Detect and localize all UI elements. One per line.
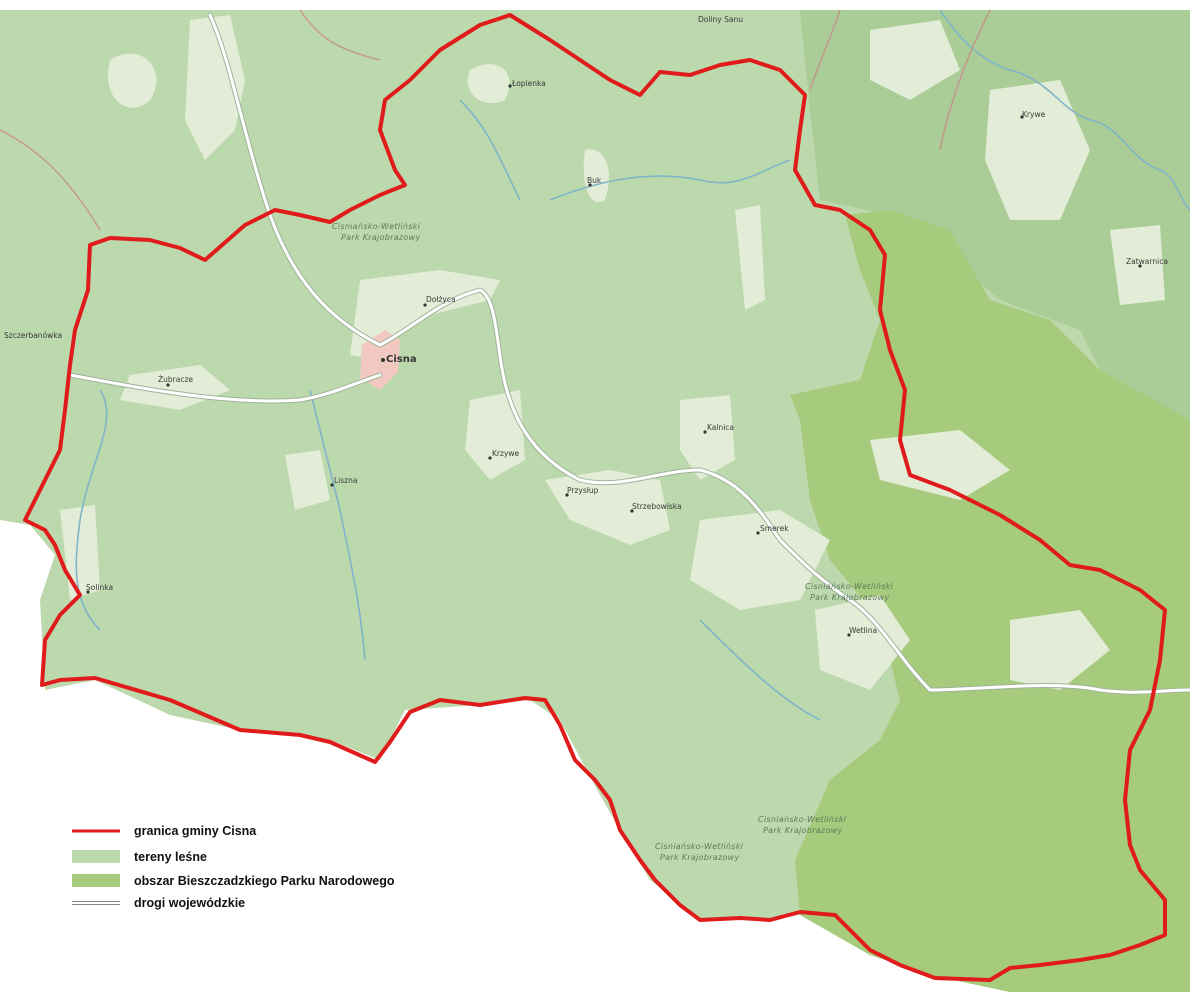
cisna-village xyxy=(360,330,400,390)
park-labels: Cisniańsko-Wetliński Park Krajobrazowy C… xyxy=(332,222,894,862)
rivers xyxy=(75,9,1190,721)
place-kalnica: Kalnica xyxy=(707,423,734,432)
place-zubracze: Żubracze xyxy=(158,375,193,384)
park-label-4-line1: Cisniańsko-Wetliński xyxy=(655,842,744,851)
place-dolzyca: Dołżyca xyxy=(426,295,456,304)
commune-boundary xyxy=(23,13,1167,982)
national-park-area xyxy=(790,210,1190,992)
place-wetlina: Wetlina xyxy=(849,626,877,635)
place-doliny-sanu: Doliny Sanu xyxy=(698,15,743,24)
legend-label: drogi wojewódzkie xyxy=(134,896,246,910)
park-label-2-line1: Cisniańsko-Wetliński xyxy=(805,582,894,591)
place-cisna: Cisna xyxy=(386,354,417,365)
legend-red-line-symbol xyxy=(72,829,120,833)
forest-dark-area xyxy=(800,10,1190,430)
park-label-2-line2: Park Krajobrazowy xyxy=(810,593,890,602)
legend-road-line-symbol xyxy=(72,901,120,905)
place-liszna: Liszna xyxy=(334,476,357,485)
park-label-1-line2: Park Krajobrazowy xyxy=(341,233,421,242)
place-solinka: Solinka xyxy=(86,583,113,592)
park-label-3-line2: Park Krajobrazowy xyxy=(763,826,843,835)
legend-label: obszar Bieszczadzkiego Parku Narodowego xyxy=(134,874,395,888)
legend-label: tereny leśne xyxy=(134,850,207,864)
place-labels: Łopienka Buk Dołżyca Cisna Żubracze Krzy… xyxy=(4,15,1168,637)
place-lopienka: Łopienka xyxy=(511,79,546,88)
place-szczerbanowka: Szczerbanówka xyxy=(4,331,62,340)
place-smerek: Smerek xyxy=(760,524,789,533)
roads xyxy=(67,12,1190,695)
place-buk: Buk xyxy=(587,176,602,185)
legend-park-fill-symbol xyxy=(72,874,120,887)
legend-label: granica gminy Cisna xyxy=(134,824,257,838)
park-label-1-line1: Cisniańsko-Wetliński xyxy=(332,222,421,231)
admin-borders xyxy=(0,9,991,231)
place-krzywe: Krzywe xyxy=(492,449,520,458)
legend-forest-fill-symbol xyxy=(72,850,120,863)
place-krywe: Krywe xyxy=(1022,110,1046,119)
place-strzebowiska: Strzebowiska xyxy=(632,502,682,511)
park-label-3-line1: Cisniańsko-Wetliński xyxy=(758,815,847,824)
park-label-4-line2: Park Krajobrazowy xyxy=(660,853,740,862)
place-przyslup: Przysłup xyxy=(567,486,599,495)
place-zatwarnica: Zatwarnica xyxy=(1126,257,1168,266)
